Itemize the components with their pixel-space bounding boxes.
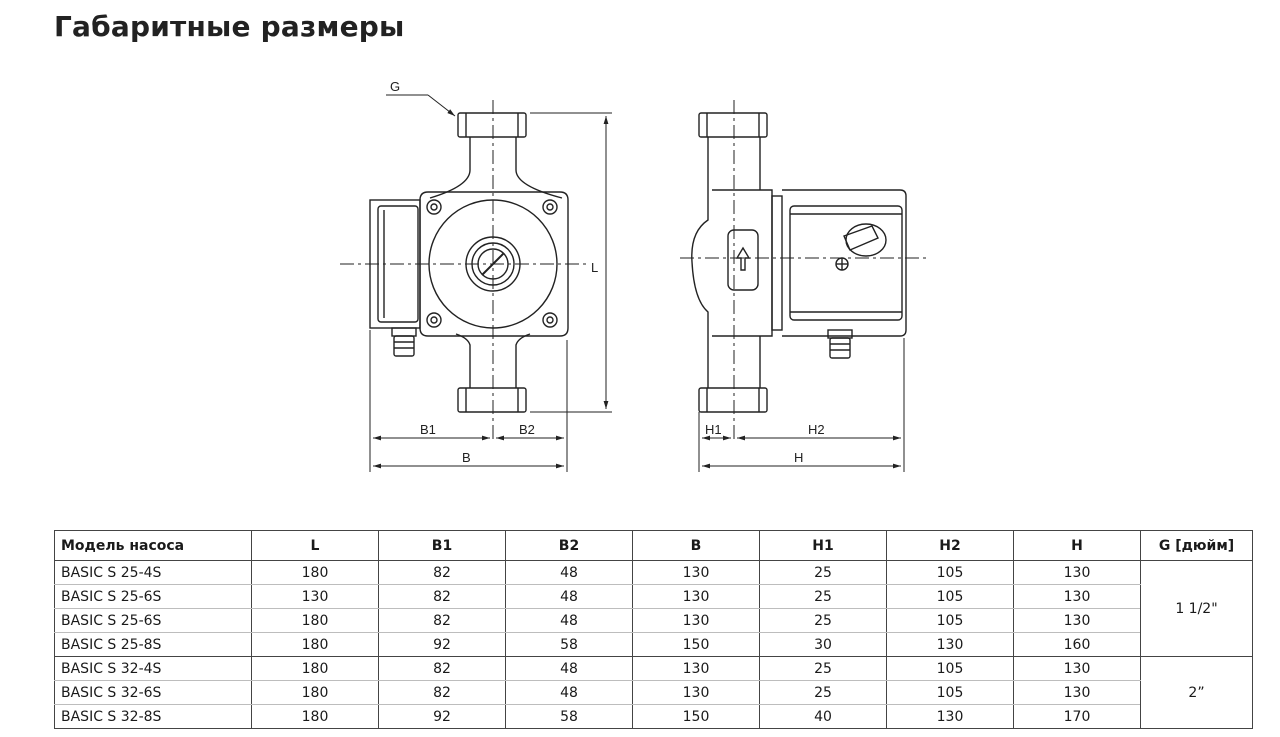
- header-model: Модель насоса: [54, 530, 252, 561]
- cell-b2: 48: [505, 584, 633, 609]
- cell-l: 130: [251, 584, 379, 609]
- cell-h1: 25: [759, 584, 887, 609]
- cell-h2: 105: [886, 608, 1014, 633]
- cell-b1: 92: [378, 632, 506, 657]
- cell-l: 180: [251, 560, 379, 585]
- cell-h1: 25: [759, 680, 887, 705]
- cell-g-group-2: 2”: [1140, 656, 1253, 729]
- cell-b: 130: [632, 680, 760, 705]
- cell-model: BASIC S 32-4S: [54, 656, 252, 681]
- cell-h1: 25: [759, 560, 887, 585]
- cell-h: 130: [1013, 584, 1141, 609]
- cell-h2: 105: [886, 680, 1014, 705]
- table-header-row: Модель насоса L B1 B2 B H1 H2 H G [дюйм]: [54, 530, 1253, 561]
- cell-b1: 92: [378, 704, 506, 729]
- header-h: H: [1013, 530, 1141, 561]
- cell-b2: 58: [505, 632, 633, 657]
- cell-b: 150: [632, 632, 760, 657]
- label-h1: H1: [705, 422, 722, 437]
- cell-b2: 48: [505, 560, 633, 585]
- pump-dimension-drawing: G L B1 B2 B: [340, 79, 930, 472]
- cell-h2: 130: [886, 704, 1014, 729]
- cell-b2: 48: [505, 656, 633, 681]
- cell-h1: 40: [759, 704, 887, 729]
- header-b: B: [632, 530, 760, 561]
- cell-l: 180: [251, 608, 379, 633]
- cell-model: BASIC S 32-6S: [54, 680, 252, 705]
- cell-h: 130: [1013, 560, 1141, 585]
- table-row: BASIC S 32-4S 180 82 48 130 25 105 130 2…: [54, 656, 1253, 729]
- cell-model: BASIC S 32-8S: [54, 704, 252, 729]
- cell-g-group-1: 1 1/2": [1140, 560, 1253, 657]
- cell-b1: 82: [378, 560, 506, 585]
- table-row: BASIC S 25-4S 180 82 48 130 25 105 130 1…: [54, 560, 1253, 657]
- cell-b2: 48: [505, 680, 633, 705]
- front-view: [369, 112, 569, 413]
- cell-h1: 30: [759, 632, 887, 657]
- cell-h2: 105: [886, 656, 1014, 681]
- label-h2: H2: [808, 422, 825, 437]
- table-row: BASIC S 25-8S 180 92 58 150 30 130 160: [54, 632, 1253, 657]
- cell-l: 180: [251, 704, 379, 729]
- header-g: G [дюйм]: [1140, 530, 1253, 561]
- dimensions-table: Модель насоса L B1 B2 B H1 H2 H G [дюйм]…: [54, 530, 1253, 729]
- table-row: BASIC S 25-6S 130 82 48 130 25 105 130: [54, 584, 1253, 609]
- cell-b1: 82: [378, 656, 506, 681]
- cell-b2: 48: [505, 608, 633, 633]
- cell-b: 130: [632, 608, 760, 633]
- table-row: BASIC S 32-8S 180 92 58 150 40 130 170: [54, 704, 1253, 729]
- label-b: B: [462, 450, 471, 465]
- header-b2: B2: [505, 530, 633, 561]
- cell-l: 180: [251, 632, 379, 657]
- cell-model: BASIC S 25-8S: [54, 632, 252, 657]
- table-row: BASIC S 25-6S 180 82 48 130 25 105 130: [54, 608, 1253, 633]
- cell-model: BASIC S 25-6S: [54, 608, 252, 633]
- cell-h: 160: [1013, 632, 1141, 657]
- cell-b: 130: [632, 584, 760, 609]
- cell-b: 130: [632, 656, 760, 681]
- cell-h2: 105: [886, 584, 1014, 609]
- cell-h2: 105: [886, 560, 1014, 585]
- cell-model: BASIC S 25-4S: [54, 560, 252, 585]
- cell-h: 130: [1013, 656, 1141, 681]
- header-l: L: [251, 530, 379, 561]
- label-g: G: [390, 79, 400, 94]
- header-h2: H2: [886, 530, 1014, 561]
- page-title: Габаритные размеры: [54, 10, 405, 43]
- table-row: BASIC S 32-6S 180 82 48 130 25 105 130: [54, 680, 1253, 705]
- cell-h: 130: [1013, 680, 1141, 705]
- cell-l: 180: [251, 680, 379, 705]
- header-b1: B1: [378, 530, 506, 561]
- label-b2: B2: [519, 422, 535, 437]
- cell-b1: 82: [378, 584, 506, 609]
- cell-h: 170: [1013, 704, 1141, 729]
- cell-b: 130: [632, 560, 760, 585]
- cell-h2: 130: [886, 632, 1014, 657]
- cell-h: 130: [1013, 608, 1141, 633]
- header-h1: H1: [759, 530, 887, 561]
- cell-b1: 82: [378, 608, 506, 633]
- label-b1: B1: [420, 422, 436, 437]
- cell-model: BASIC S 25-6S: [54, 584, 252, 609]
- side-view: [691, 112, 907, 413]
- cell-h1: 25: [759, 608, 887, 633]
- cell-l: 180: [251, 656, 379, 681]
- label-h: H: [794, 450, 803, 465]
- cell-b1: 82: [378, 680, 506, 705]
- label-l: L: [591, 260, 598, 275]
- cell-b: 150: [632, 704, 760, 729]
- cell-h1: 25: [759, 656, 887, 681]
- cell-b2: 58: [505, 704, 633, 729]
